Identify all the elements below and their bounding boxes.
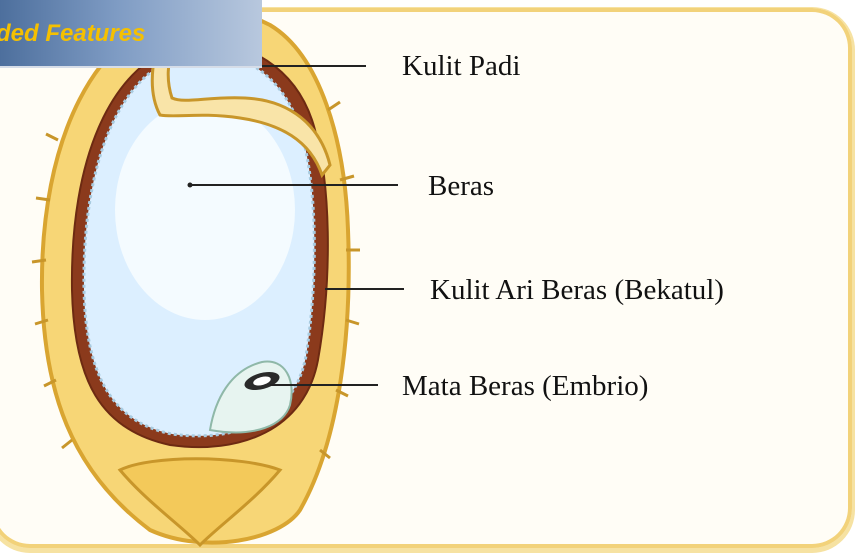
endosperm-highlight	[115, 100, 295, 320]
label-mata-beras: Mata Beras (Embrio)	[402, 370, 648, 403]
banner-text: ded Features	[0, 20, 145, 48]
label-kulit-ari: Kulit Ari Beras (Bekatul)	[430, 274, 724, 307]
label-kulit-padi: Kulit Padi	[402, 50, 520, 83]
header-banner: ded Features	[0, 0, 262, 68]
label-beras: Beras	[428, 170, 494, 203]
